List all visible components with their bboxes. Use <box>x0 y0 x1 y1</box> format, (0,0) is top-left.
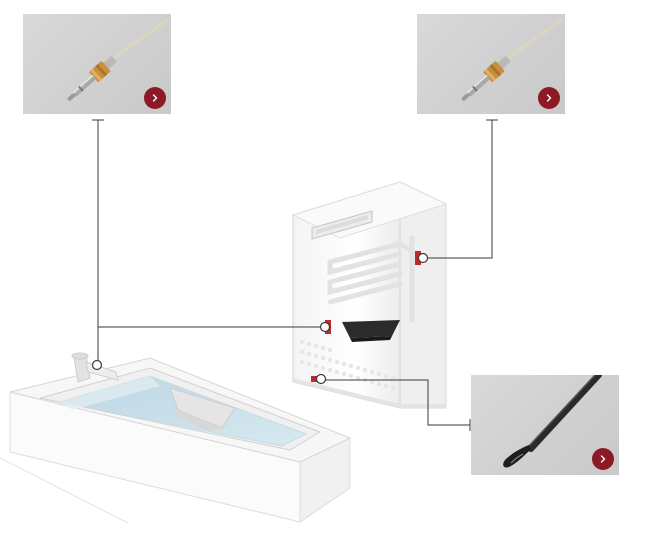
card-more-button-top-left[interactable] <box>144 87 166 109</box>
sensor-markers <box>91 251 429 385</box>
threaded-probe-image <box>461 17 564 101</box>
sensor-card-bottom-right[interactable] <box>471 375 619 475</box>
connector-lines <box>92 119 498 431</box>
chevron-right-icon <box>546 94 552 102</box>
sensor-card-top-left[interactable] <box>23 14 171 114</box>
thermistor-probe-image <box>503 375 602 468</box>
connector-bottom-right <box>324 379 470 426</box>
water-heater <box>291 181 448 409</box>
card-more-button-top-right[interactable] <box>538 87 560 109</box>
connector-top-right <box>424 120 493 259</box>
bathtub <box>0 352 352 524</box>
heater-grille <box>299 339 396 391</box>
sensor-card-top-right[interactable] <box>417 14 565 114</box>
sensor-marker-faucet <box>91 359 103 371</box>
card-more-button-bottom-right[interactable] <box>592 448 614 470</box>
threaded-probe-image <box>67 17 170 101</box>
chevron-right-icon <box>600 455 606 463</box>
chevron-right-icon <box>152 94 158 102</box>
